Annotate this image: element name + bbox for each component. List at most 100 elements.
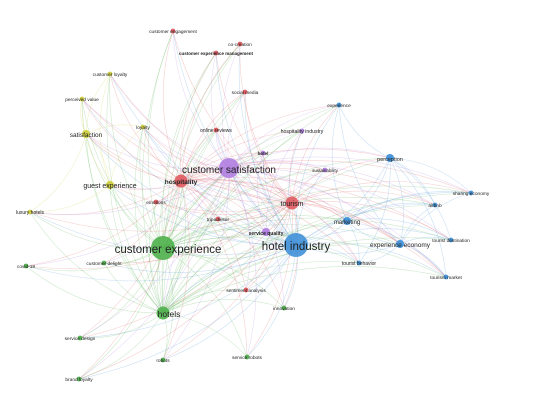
label-sustainability: sustainability	[312, 168, 339, 173]
edge	[162, 244, 297, 314]
node-customer-delight[interactable]	[101, 260, 107, 266]
edge-layer	[25, 30, 472, 380]
edge	[162, 167, 230, 361]
node-hotel-industry[interactable]	[284, 233, 308, 257]
node-tourism-market[interactable]	[443, 274, 449, 280]
edge	[25, 180, 182, 267]
node-marketing[interactable]	[343, 217, 351, 225]
edge	[244, 91, 293, 204]
node-satisfaction[interactable]	[82, 130, 90, 138]
node-innovation[interactable]	[281, 305, 287, 311]
edge	[180, 180, 285, 309]
edge	[134, 126, 164, 314]
edge	[346, 191, 472, 222]
edge	[162, 130, 303, 249]
edge	[162, 169, 326, 249]
node-luxury-hotels[interactable]	[27, 209, 33, 215]
edge	[109, 73, 182, 182]
edge	[85, 133, 111, 186]
edge	[180, 180, 267, 233]
edge	[346, 220, 447, 278]
edge	[180, 104, 340, 182]
label-satisfaction: satisfaction	[70, 132, 103, 139]
edge	[85, 73, 111, 135]
edge	[162, 91, 246, 314]
edge	[172, 30, 293, 204]
edge	[389, 157, 452, 241]
label-covid-19: covid-19	[17, 264, 35, 270]
node-service-quality[interactable]	[262, 228, 270, 236]
node-layer	[23, 28, 474, 382]
edge	[78, 180, 182, 380]
edge	[180, 130, 303, 182]
node-emotions[interactable]	[153, 199, 159, 205]
node-sharing-economy[interactable]	[468, 190, 474, 196]
label-customer-delight: customer delight	[86, 261, 122, 267]
label-robots: robots	[156, 358, 170, 364]
edge	[79, 312, 164, 339]
edge	[162, 202, 293, 361]
edge	[162, 231, 267, 314]
edge	[85, 133, 297, 246]
node-online-reviews[interactable]	[213, 127, 219, 133]
node-perception[interactable]	[386, 154, 394, 162]
label-sentiment-analysis: sentiment analysis	[226, 288, 266, 294]
node-loyalty[interactable]	[140, 124, 146, 130]
node-sustainability[interactable]	[322, 167, 328, 173]
node-robots[interactable]	[160, 357, 166, 363]
node-perceived-value[interactable]	[79, 96, 85, 102]
edge	[389, 157, 472, 194]
edge	[162, 266, 447, 314]
node-guest-experience[interactable]	[106, 181, 114, 189]
node-customer-loyalty[interactable]	[107, 71, 113, 77]
node-service-design[interactable]	[77, 335, 83, 341]
edge	[139, 126, 164, 249]
edge	[238, 43, 297, 246]
edge	[222, 43, 241, 169]
node-customer-experience[interactable]	[151, 236, 175, 260]
edge	[162, 224, 401, 249]
node-social-media[interactable]	[242, 89, 248, 95]
label-online-reviews: online reviews	[200, 128, 232, 134]
node-experience-economy[interactable]	[396, 240, 404, 248]
edge	[295, 104, 340, 246]
node-sentiment-analysis[interactable]	[243, 287, 249, 293]
edge	[103, 180, 182, 264]
node-covid-19[interactable]	[23, 263, 29, 269]
node-hospitality[interactable]	[174, 174, 188, 188]
node-tourist-destination[interactable]	[448, 237, 454, 243]
node-airbnb[interactable]	[432, 202, 438, 208]
node-tourist-behavior[interactable]	[356, 260, 362, 266]
label-customer-satisfaction: customer satisfaction	[182, 165, 276, 176]
node-tripadvisor[interactable]	[215, 216, 221, 222]
edge	[162, 152, 264, 314]
edge	[228, 167, 251, 291]
node-co-creation[interactable]	[237, 41, 243, 47]
edge	[162, 247, 285, 309]
edge	[79, 167, 230, 339]
node-hospitality-industry[interactable]	[299, 128, 305, 134]
node-experience[interactable]	[336, 102, 342, 108]
edge	[29, 211, 164, 249]
edge	[25, 244, 297, 282]
node-tourism[interactable]	[285, 196, 299, 210]
edge	[346, 220, 401, 245]
edge	[162, 157, 391, 249]
label-customer-experience: customer experience	[115, 244, 222, 256]
edge	[109, 184, 164, 314]
node-brand-loyalty[interactable]	[76, 376, 82, 382]
edge	[228, 156, 472, 194]
edge	[99, 73, 111, 186]
edge	[162, 30, 182, 182]
node-customer-satisfaction[interactable]	[219, 158, 239, 178]
edge	[29, 133, 87, 213]
edge	[228, 163, 436, 206]
label-brand-loyalty: brand loyalty	[65, 377, 93, 383]
node-customer-experience-management[interactable]	[213, 50, 219, 56]
node-hotels[interactable]	[156, 306, 170, 320]
edge	[338, 104, 391, 159]
node-service-robots[interactable]	[244, 354, 250, 360]
node-customer-engagement[interactable]	[170, 28, 176, 34]
node-hotel[interactable]	[260, 150, 266, 156]
label-sharing-economy: sharing economy	[453, 191, 490, 197]
